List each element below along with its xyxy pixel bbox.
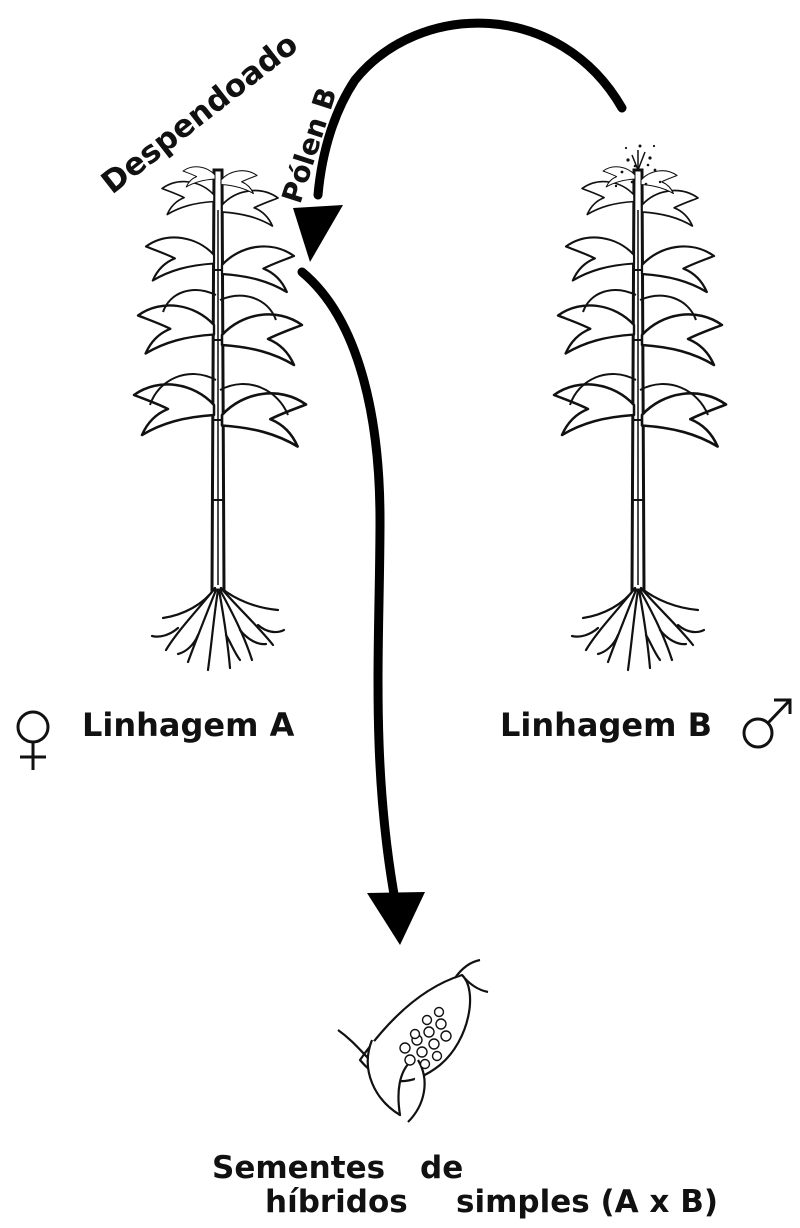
female-symbol-icon <box>18 712 48 770</box>
pollen-arrowhead <box>293 205 343 262</box>
plant-line-b-illustration <box>554 167 726 670</box>
pollen-b-label: Pólen B <box>275 83 343 207</box>
hybrid-label-word2: simples (A x B) <box>456 1184 718 1220</box>
seed-production-arrow <box>302 272 395 900</box>
seeds-label-word1: Sementes <box>212 1150 385 1186</box>
pollen-transfer-arrow <box>318 23 622 195</box>
hybrid-label-word1: híbridos <box>265 1184 408 1220</box>
seed-arrowhead <box>367 892 425 945</box>
male-symbol-icon <box>744 700 790 747</box>
line-a-label: Linhagem A <box>82 706 295 744</box>
seeds-label-word2: de <box>420 1150 463 1186</box>
line-b-label: Linhagem B <box>500 706 712 744</box>
plant-line-a-illustration <box>134 167 306 670</box>
